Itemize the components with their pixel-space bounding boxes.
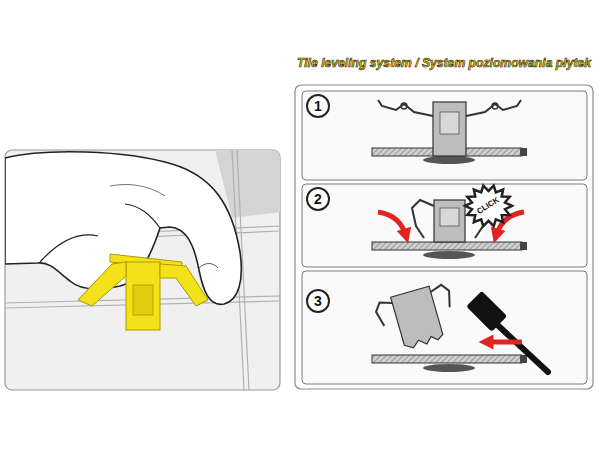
step-3-drawing-part: [466, 291, 507, 332]
hand-illustration-part-part: [160, 264, 208, 306]
steps-frame-part: [302, 91, 587, 180]
hand-illustration-part: [5, 150, 280, 390]
step-number: 3: [306, 289, 330, 313]
step-number: 2: [306, 187, 330, 211]
step-2-drawing-part: [412, 200, 434, 238]
step-1-drawing-part: [378, 100, 433, 116]
step-1-drawing: [372, 100, 527, 164]
step-2-drawing-part: [423, 251, 475, 259]
step-number: 1: [306, 94, 330, 118]
steps-frame: [295, 85, 593, 389]
step-1-drawing-part: [492, 103, 498, 109]
step-3-drawing-part-part: [391, 286, 445, 350]
step-2-drawing-part: [372, 242, 522, 250]
callout-number: 2: [314, 192, 322, 206]
step-2-drawing-part: [378, 212, 406, 236]
steps-frame-part: [295, 85, 593, 389]
step-1-drawing-part: [401, 103, 407, 109]
step-1-drawing-part: [466, 100, 521, 116]
callout-number: 3: [314, 294, 322, 308]
step-3-drawing-part: [373, 281, 461, 355]
step-2-drawing-part: [440, 208, 459, 226]
step-3-drawing-part-part: [374, 299, 398, 327]
step-1-drawing-part: [423, 156, 475, 164]
callout-number: 1: [314, 99, 322, 113]
step-2-drawing-part: [434, 200, 465, 242]
step-1-drawing-part: [520, 148, 527, 156]
step-1-drawing-part: [433, 102, 466, 156]
steps-frame-part: [302, 184, 587, 267]
burst-outline: [465, 186, 512, 227]
step-3-drawing-part: [423, 364, 475, 372]
step-3-drawing-part: [486, 340, 522, 345]
hand-illustration-part-part: [78, 262, 126, 306]
step-2-drawing-part: [520, 242, 527, 250]
hand-illustration-part-part: [126, 262, 160, 330]
hand-illustration-part-part: [40, 235, 98, 262]
title-text: Tile leveling system / System poziomowan…: [297, 55, 591, 71]
step-3-drawing-part: [520, 355, 527, 363]
click-burst: CLICK: [465, 185, 512, 227]
step-1-drawing-part: [440, 112, 459, 134]
step-3-drawing: [372, 281, 548, 372]
hand-illustration-part: [5, 150, 280, 390]
steps-frame-part: [302, 271, 587, 384]
hand-illustration-part-part: [199, 264, 218, 269]
step-3-drawing-part: [372, 355, 522, 363]
hand-illustration: [5, 150, 280, 390]
hand-illustration-part-part: [110, 184, 165, 196]
step-3-drawing-part: [490, 318, 548, 372]
hand-illustration-part-part: [125, 204, 160, 228]
hand-illustration-part-part: [133, 285, 153, 315]
hand-illustration-part-part: [5, 152, 241, 305]
step-3-drawing-part-part: [430, 283, 454, 311]
step-3-drawing-part-part: [466, 291, 507, 332]
